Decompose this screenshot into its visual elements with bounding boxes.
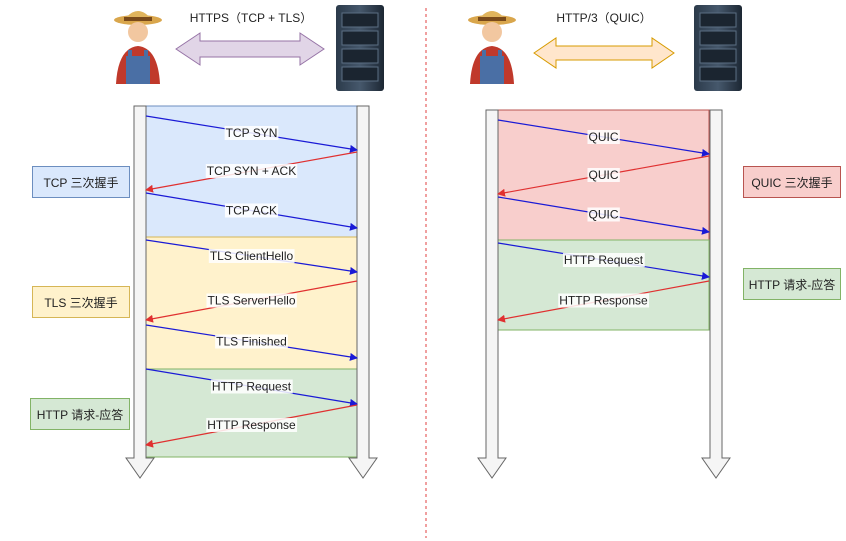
left-message-label: TCP SYN (226, 126, 278, 140)
left-double-arrow (175, 32, 325, 66)
left-message-label: TLS ServerHello (207, 294, 295, 308)
right-client-lifeline (477, 109, 507, 479)
left-message-label: TCP ACK (226, 204, 277, 218)
right-message-label-bg (558, 293, 650, 308)
left-client-icon (114, 11, 162, 84)
right-double-arrow (533, 37, 675, 69)
right-message-label: QUIC (589, 168, 619, 182)
left-message-label-bg (205, 164, 298, 178)
left-message-label-bg (210, 379, 293, 394)
left-message-label: TLS Finished (216, 335, 287, 349)
right-server-icon (694, 5, 742, 91)
right-server-lifeline (701, 109, 731, 479)
left-message-label-bg (215, 334, 288, 349)
phase-label-http-left: HTTP 请求-应答 (30, 398, 130, 430)
phase-label-tls-handshake: TLS 三次握手 (32, 286, 130, 318)
right-message-label-bg (587, 168, 620, 182)
right-client-icon (468, 11, 516, 84)
right-title: HTTP/3（QUIC） (556, 11, 651, 25)
left-message-label: HTTP Request (212, 380, 292, 394)
right-message-label: QUIC (589, 130, 619, 144)
right-message-label: HTTP Response (559, 294, 648, 308)
left-message-label: TCP SYN + ACK (207, 164, 296, 178)
left-message-label-bg (224, 203, 279, 218)
left-message-label-bg (208, 249, 295, 263)
right-message-label-bg (587, 130, 620, 144)
left-message-label-bg (224, 126, 279, 140)
left-message-label-bg (206, 418, 298, 432)
right-message-label-bg (587, 207, 620, 222)
left-message-label: TLS ClientHello (210, 249, 294, 263)
left-client-lifeline (125, 105, 155, 479)
right-message-label-bg (562, 253, 645, 267)
left-message-label-bg (206, 293, 297, 308)
left-server-lifeline (348, 105, 378, 479)
left-title: HTTPS（TCP + TLS） (190, 11, 313, 25)
phase-label-tcp-handshake: TCP 三次握手 (32, 166, 130, 198)
left-message-label: HTTP Response (207, 418, 296, 432)
right-message-label: HTTP Request (564, 253, 644, 267)
phase-label-quic-handshake: QUIC 三次握手 (743, 166, 841, 198)
phase-label-http-right: HTTP 请求-应答 (743, 268, 841, 300)
left-server-icon (336, 5, 384, 91)
right-message-label: QUIC (589, 208, 619, 222)
